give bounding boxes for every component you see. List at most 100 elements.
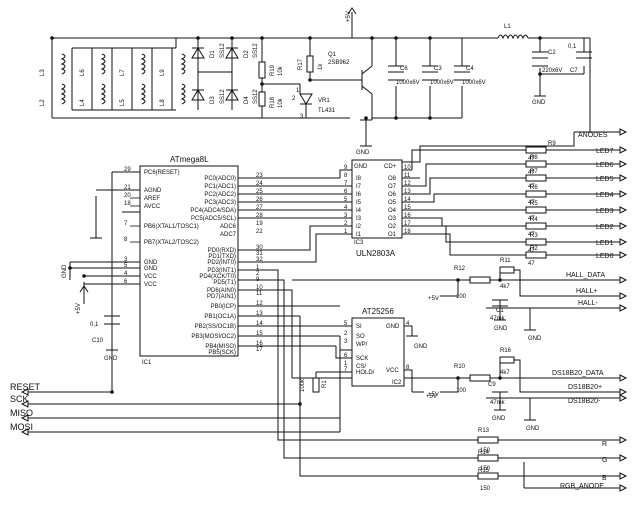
mcu-pin-number: 25 bbox=[256, 189, 263, 195]
isp-labels: RESET SCK MISO MOSI bbox=[10, 382, 41, 432]
svg-text:GND: GND bbox=[526, 426, 540, 432]
svg-text:DS18B20-: DS18B20- bbox=[568, 398, 601, 405]
led-resistor bbox=[525, 174, 547, 182]
connector-tab bbox=[619, 472, 628, 480]
mcu-pin-name: VCC bbox=[144, 282, 157, 288]
vcc-hall: +5V bbox=[428, 296, 439, 302]
mcu-pin-name: GND bbox=[144, 266, 158, 272]
cap-c10: 0,1 C10 bbox=[90, 315, 120, 344]
driver-output-label: O1 bbox=[388, 232, 397, 238]
svg-text:+5V: +5V bbox=[346, 11, 352, 22]
mcu-pin-name: PC1(ADC1) bbox=[204, 184, 236, 190]
mcu-pin-name: AREF bbox=[144, 196, 160, 202]
mcu-pin-name: ADC6 bbox=[220, 224, 237, 230]
mcu-pin-number: 10 bbox=[256, 285, 263, 291]
resistor-r17: R17 1k bbox=[298, 55, 324, 73]
led-resistor-ref: R7 bbox=[530, 169, 538, 175]
mcu-pin-name: PB6(XTAL1/TOSC1) bbox=[144, 224, 199, 230]
svg-text:3: 3 bbox=[300, 114, 304, 120]
svg-text:D1: D1 bbox=[210, 50, 216, 58]
svg-text:SS12: SS12 bbox=[253, 89, 259, 104]
vcc-ds: +5V bbox=[428, 392, 439, 398]
svg-text:R: R bbox=[602, 441, 607, 448]
mcu-pin-name: PD5(T1) bbox=[213, 280, 236, 286]
ds18b20-section: R10 100 R16 4k7 C9 47mk DS18B20_DATA DS1… bbox=[454, 348, 604, 406]
mcu-pin-number: 4 bbox=[124, 271, 128, 277]
svg-text:IC2: IC2 bbox=[392, 380, 402, 386]
connector-tab bbox=[619, 174, 628, 182]
eeprom-pin-number: 7 bbox=[344, 367, 348, 373]
svg-text:R19: R19 bbox=[270, 64, 276, 76]
svg-text:1000x6V: 1000x6V bbox=[396, 80, 420, 86]
mcu-pin-number: 13 bbox=[256, 311, 263, 317]
mcu-pin-number: 31 bbox=[256, 251, 263, 257]
led-resistor-value: 47 bbox=[528, 170, 535, 176]
driver-output-label: O4 bbox=[388, 208, 397, 214]
connector-tab bbox=[619, 190, 628, 198]
svg-text:47mk: 47mk bbox=[490, 400, 506, 406]
svg-text:R18: R18 bbox=[270, 96, 276, 108]
connector-tab bbox=[619, 206, 628, 214]
eeprom-pin-number: 6 bbox=[344, 353, 348, 359]
mcu-pin-number: 22 bbox=[256, 229, 263, 235]
svg-text:R14: R14 bbox=[478, 450, 490, 456]
svg-text:GND: GND bbox=[62, 264, 68, 278]
coil-winding bbox=[140, 83, 146, 105]
svg-text:GND: GND bbox=[104, 356, 118, 362]
svg-text:R16: R16 bbox=[500, 348, 512, 354]
eeprom-pin-number: 5 bbox=[344, 321, 348, 327]
driver-pin-number: 14 bbox=[404, 197, 411, 203]
svg-text:IC1: IC1 bbox=[142, 360, 152, 366]
mcu-pin-name: PC2(ADC2) bbox=[204, 192, 236, 198]
led-output-label: LED7 bbox=[596, 148, 614, 155]
svg-text:0,1: 0,1 bbox=[90, 322, 99, 328]
svg-text:L9: L9 bbox=[160, 69, 166, 76]
connector-tab bbox=[619, 454, 628, 462]
connector-tab bbox=[619, 388, 628, 396]
mcu-pin-number: 9 bbox=[256, 277, 260, 283]
svg-text:HALL-: HALL- bbox=[578, 300, 599, 307]
svg-text:+5V: +5V bbox=[426, 394, 437, 400]
driver-pin-number: 10 bbox=[404, 165, 411, 171]
svg-text:0,1: 0,1 bbox=[568, 44, 577, 50]
vcc-eeprom: +5V bbox=[412, 391, 437, 400]
cap-c2: C2 220x6V bbox=[532, 50, 562, 74]
svg-text:4k7: 4k7 bbox=[500, 370, 510, 376]
coil-winding bbox=[100, 53, 106, 75]
coil-winding bbox=[140, 53, 146, 75]
led-output-label: LED1 bbox=[596, 240, 614, 247]
svg-text:C3: C3 bbox=[434, 66, 442, 72]
resistor-r1: 100k R1 bbox=[300, 377, 328, 393]
driver-pin-number: 15 bbox=[404, 205, 411, 211]
driver-ic3: GND CD+ IC3 ULN2803A I8I7I6I5I4I3I2I1O8O… bbox=[344, 159, 411, 258]
svg-text:L8: L8 bbox=[160, 99, 166, 106]
svg-text:C2: C2 bbox=[548, 50, 556, 56]
led-resistor-ref: R3 bbox=[530, 233, 538, 239]
mcu-pin-name: PD1(TXD) bbox=[208, 254, 236, 260]
svg-text:B: B bbox=[602, 475, 607, 482]
mcu-pin-name: PB7(XTAL2/TOSC2) bbox=[144, 240, 199, 246]
svg-text:1000x6V: 1000x6V bbox=[430, 80, 454, 86]
driver-input-label: I8 bbox=[356, 176, 362, 182]
svg-text:R1: R1 bbox=[322, 380, 328, 388]
mcu-pin-number: 23 bbox=[256, 173, 263, 179]
driver-input-label: I6 bbox=[356, 192, 362, 198]
cap-c7: 0,1 C7 bbox=[568, 44, 592, 74]
connector-tab bbox=[619, 160, 628, 168]
diode-bridge: D1 SS12 D2 SS12 D3 SS12 D4 SS12 bbox=[191, 43, 259, 104]
mcu-pin-number: 29 bbox=[124, 167, 131, 173]
mcu-pin-number: 19 bbox=[256, 221, 263, 227]
mcu-pin-name: PD7(AIN1) bbox=[207, 294, 236, 300]
connector-tab bbox=[619, 146, 628, 154]
led-resistor bbox=[525, 222, 547, 230]
resistor-r19: R19 10k bbox=[258, 61, 284, 79]
transistor-q1: Q1 2SB962 bbox=[328, 52, 350, 66]
driver-pin-number: 1 bbox=[344, 229, 348, 235]
svg-text:D3: D3 bbox=[210, 96, 216, 104]
svg-text:ULN2803A: ULN2803A bbox=[356, 249, 396, 258]
rgb-section: R13 150 R14 150 R15 150 R G B RGB_ANODE bbox=[477, 428, 607, 492]
svg-text:SS12: SS12 bbox=[253, 43, 259, 58]
svg-text:10k: 10k bbox=[278, 65, 284, 76]
